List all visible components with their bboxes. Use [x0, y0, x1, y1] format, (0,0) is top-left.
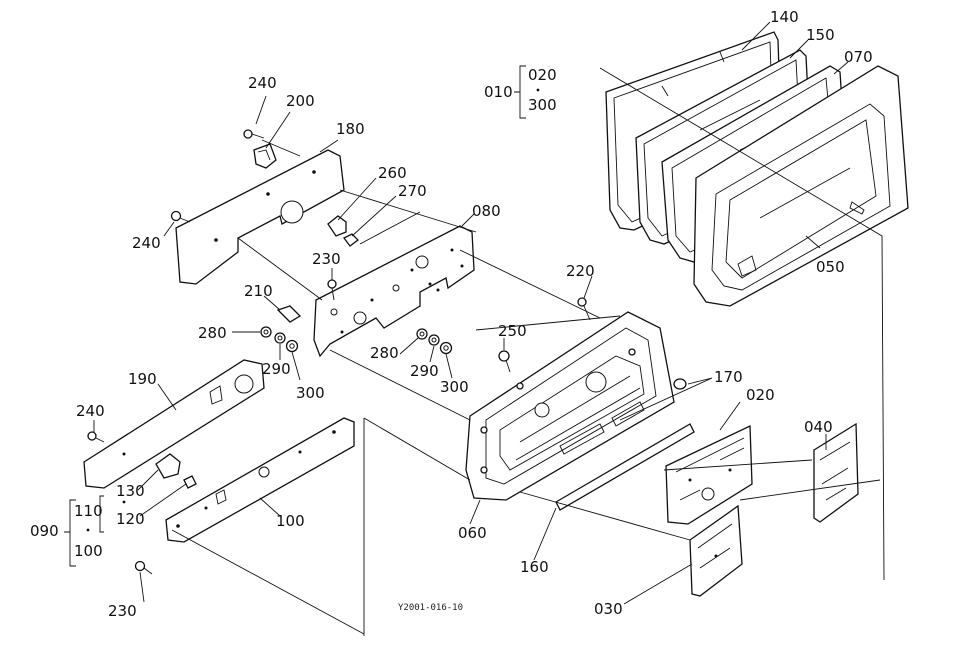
callout-100: 100 [276, 512, 305, 530]
part-170-plug [673, 378, 687, 390]
part-240-screw-top [243, 129, 265, 139]
callout-110: 110 [74, 502, 103, 520]
part-120-bulb [183, 475, 197, 489]
part-240-screw-left [170, 210, 191, 223]
part-230-screw-bottom [134, 560, 153, 575]
part-080-circuit-plate [313, 225, 475, 358]
callout-270: 270 [398, 182, 427, 200]
part-200-clip [253, 143, 277, 169]
callout-300-right: 300 [440, 378, 469, 396]
callout-140: 140 [770, 8, 799, 26]
callout-080: 080 [472, 202, 501, 220]
callout-010: 010 [484, 83, 513, 101]
callout-240-top: 240 [248, 74, 277, 92]
callout-leaders [64, 21, 849, 605]
part-300-washer-left [285, 339, 299, 353]
part-250-screw [498, 350, 511, 373]
callout-300-left: 300 [296, 384, 325, 402]
callout-280-left: 280 [198, 324, 227, 342]
part-240-screw-lower [87, 431, 105, 443]
callout-050: 050 [816, 258, 845, 276]
callout-190: 190 [128, 370, 157, 388]
callout-240-lower: 240 [76, 402, 105, 420]
callout-010-300: 300 [528, 96, 557, 114]
callout-220: 220 [566, 262, 595, 280]
callout-200: 200 [286, 92, 315, 110]
part-270-bulb [343, 233, 359, 247]
part-040-circuit-board [813, 422, 859, 523]
assembly-lines [171, 67, 885, 636]
callout-090: 090 [30, 522, 59, 540]
callout-250: 250 [498, 322, 527, 340]
callout-230-bottom: 230 [108, 602, 137, 620]
part-220-screw [577, 297, 591, 321]
callout-290-right: 290 [410, 362, 439, 380]
callout-040: 040 [804, 418, 833, 436]
part-290-washer-right [428, 334, 440, 346]
part-160-strip [555, 423, 695, 511]
part-020-circuit-board [665, 424, 753, 525]
callout-120: 120 [116, 510, 145, 528]
callout-290-left: 290 [262, 360, 291, 378]
part-100-panel [165, 417, 355, 543]
callout-230-mid: 230 [312, 250, 341, 268]
callout-240-left: 240 [132, 234, 161, 252]
callout-210: 210 [244, 282, 273, 300]
part-290-washer-left [274, 332, 286, 344]
callout-170: 170 [714, 368, 743, 386]
drawing-id: Y2001-016-10 [398, 603, 463, 613]
callout-150: 150 [806, 26, 835, 44]
callout-060: 060 [458, 524, 487, 542]
callout-100-group: 100 [74, 542, 103, 560]
part-210-bolt [276, 305, 302, 323]
part-280-nut-right [416, 328, 428, 340]
callout-130: 130 [116, 482, 145, 500]
part-060-meter-case [465, 311, 675, 501]
part-190-label-plate [83, 359, 265, 489]
callout-020: 020 [746, 386, 775, 404]
group-separator-dots [86, 88, 540, 532]
callout-280-right: 280 [370, 344, 399, 362]
callout-labels: 140 150 070 010 020 300 240 200 180 240 … [30, 8, 873, 620]
callout-030: 030 [594, 600, 623, 618]
callout-160: 160 [520, 558, 549, 576]
callout-260: 260 [378, 164, 407, 182]
part-130-socket [155, 453, 181, 479]
callout-180: 180 [336, 120, 365, 138]
part-300-washer-right [439, 341, 453, 355]
part-050-bezel [693, 65, 909, 307]
part-180-mounting-plate [175, 149, 345, 285]
part-260-bulb-socket [327, 215, 347, 237]
part-030-circuit-board [689, 504, 743, 597]
callout-070: 070 [844, 48, 873, 66]
part-280-nut-left [260, 326, 272, 338]
callout-010-020: 020 [528, 66, 557, 84]
